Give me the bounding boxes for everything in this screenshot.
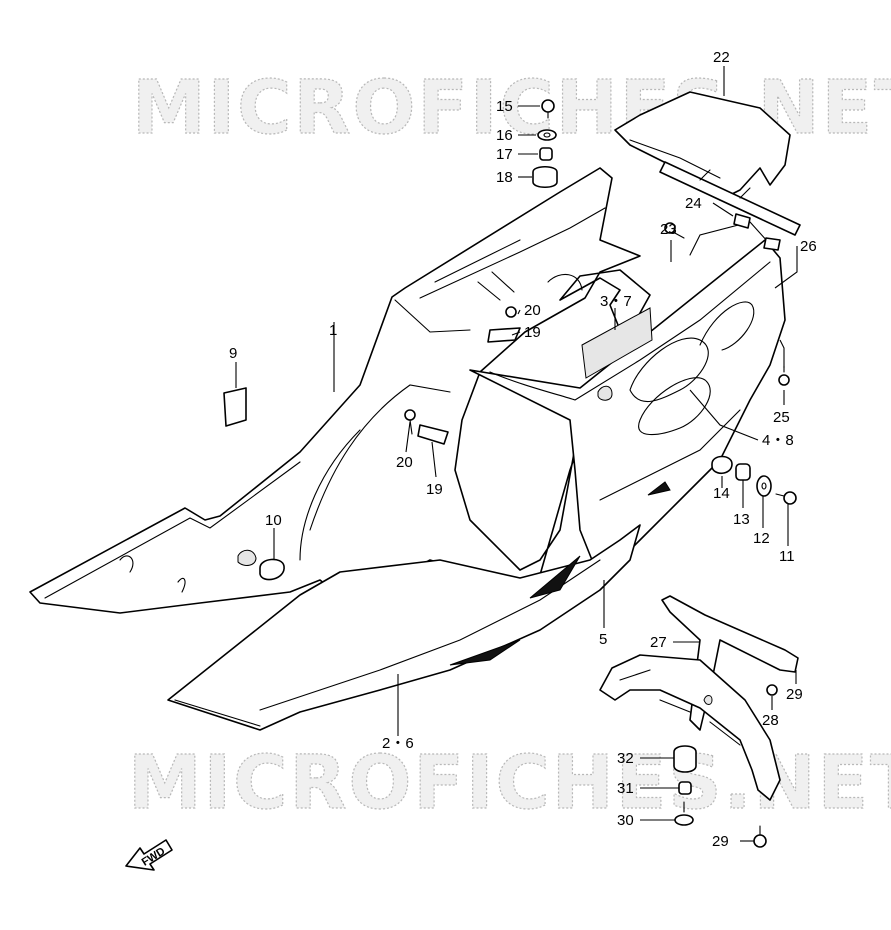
grommet-10[interactable] (259, 558, 285, 581)
side-cover-part-5[interactable] (469, 221, 786, 581)
callout-20-upper: 20 (524, 302, 541, 319)
callout-labels: 22 15 16 17 18 24 23 26 20 19 3・7 1 9 25… (229, 49, 817, 850)
callout-2-6: 2・6 (382, 735, 414, 752)
callout-22: 23 (660, 221, 677, 238)
lower-panel-part-2-6[interactable] (167, 524, 641, 731)
nut-25[interactable] (763, 237, 781, 251)
screw-20-lower[interactable] (404, 409, 416, 435)
bolt-11[interactable] (775, 491, 797, 505)
screw-24[interactable] (778, 365, 790, 386)
callout-18: 18 (496, 169, 513, 186)
callout-17: 17 (496, 146, 513, 163)
callout-10: 10 (265, 512, 282, 529)
bolt-15[interactable] (541, 99, 555, 119)
callout-21: 22 (713, 49, 730, 66)
callout-32: 32 (617, 750, 634, 767)
callout-20-lower: 20 (396, 454, 413, 471)
callout-12: 12 (753, 530, 770, 547)
screw-29[interactable] (753, 825, 767, 848)
callout-31: 31 (617, 780, 634, 797)
callout-11: 11 (779, 548, 795, 565)
rear-cover-part-21[interactable] (614, 91, 801, 236)
callout-30: 30 (617, 812, 634, 829)
callout-19-lower: 19 (426, 481, 443, 498)
callout-1: 1 (329, 322, 337, 339)
emblem-9[interactable] (223, 387, 247, 427)
clip-19-upper[interactable] (487, 327, 521, 343)
collar-13[interactable] (735, 463, 751, 481)
callout-15: 15 (496, 98, 513, 115)
callout-16: 16 (496, 127, 513, 144)
washer-12[interactable] (756, 475, 772, 497)
washer-16[interactable] (537, 129, 557, 141)
cushion-32[interactable] (673, 745, 697, 773)
callout-5: 5 (599, 631, 607, 648)
screw-20-upper[interactable] (505, 306, 517, 318)
callout-24: 25 (773, 409, 790, 426)
clip-19-lower[interactable] (417, 424, 449, 445)
callout-9: 9 (229, 345, 237, 362)
collar-17[interactable] (539, 147, 553, 161)
collar-31[interactable] (678, 781, 692, 795)
callout-3-7: 3・7 (600, 293, 632, 310)
nut-23[interactable] (733, 213, 751, 229)
callout-27: 28 (762, 712, 779, 729)
screw-27[interactable] (766, 684, 778, 696)
callout-19-upper: 19 (524, 324, 541, 341)
callout-29: 29 (712, 833, 729, 850)
leader-lines (235, 66, 798, 842)
bracket-part-26[interactable] (599, 595, 799, 801)
callout-28: 29 (786, 686, 803, 703)
callout-23: 24 (685, 195, 702, 212)
callout-13: 13 (733, 511, 750, 528)
callout-14: 14 (713, 485, 730, 502)
cushion-18[interactable] (532, 165, 558, 189)
callout-4-8: 4・8 (762, 432, 794, 449)
callout-26: 27 (650, 634, 667, 651)
screw-22[interactable] (664, 222, 685, 239)
callout-25: 26 (800, 238, 817, 255)
fwd-arrow-icon: FWD (125, 839, 173, 871)
watermark-top: MICROFICHES.NET (132, 65, 891, 151)
grommet-14[interactable] (711, 455, 733, 475)
